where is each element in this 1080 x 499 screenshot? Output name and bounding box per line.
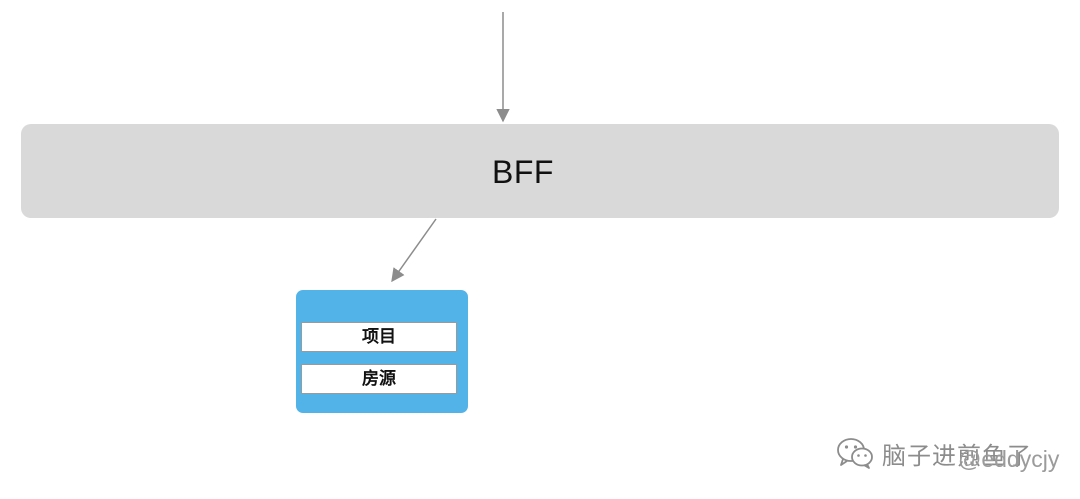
service-item-housing: 房源 bbox=[301, 364, 457, 394]
watermark-account-name: 脑子进煎鱼了 bbox=[882, 441, 1032, 470]
watermark: 脑子进煎鱼了 bbox=[836, 436, 1032, 470]
bff-layer: BFF bbox=[21, 124, 1059, 218]
bff-label: BFF bbox=[492, 154, 554, 190]
service-item-project: 项目 bbox=[301, 322, 457, 352]
watermark-handle: @eddycjy bbox=[958, 446, 1060, 472]
wechat-icon bbox=[837, 438, 873, 469]
service-box: 项目 房源 bbox=[296, 290, 468, 413]
arrow-bff-to-service bbox=[391, 218, 437, 283]
